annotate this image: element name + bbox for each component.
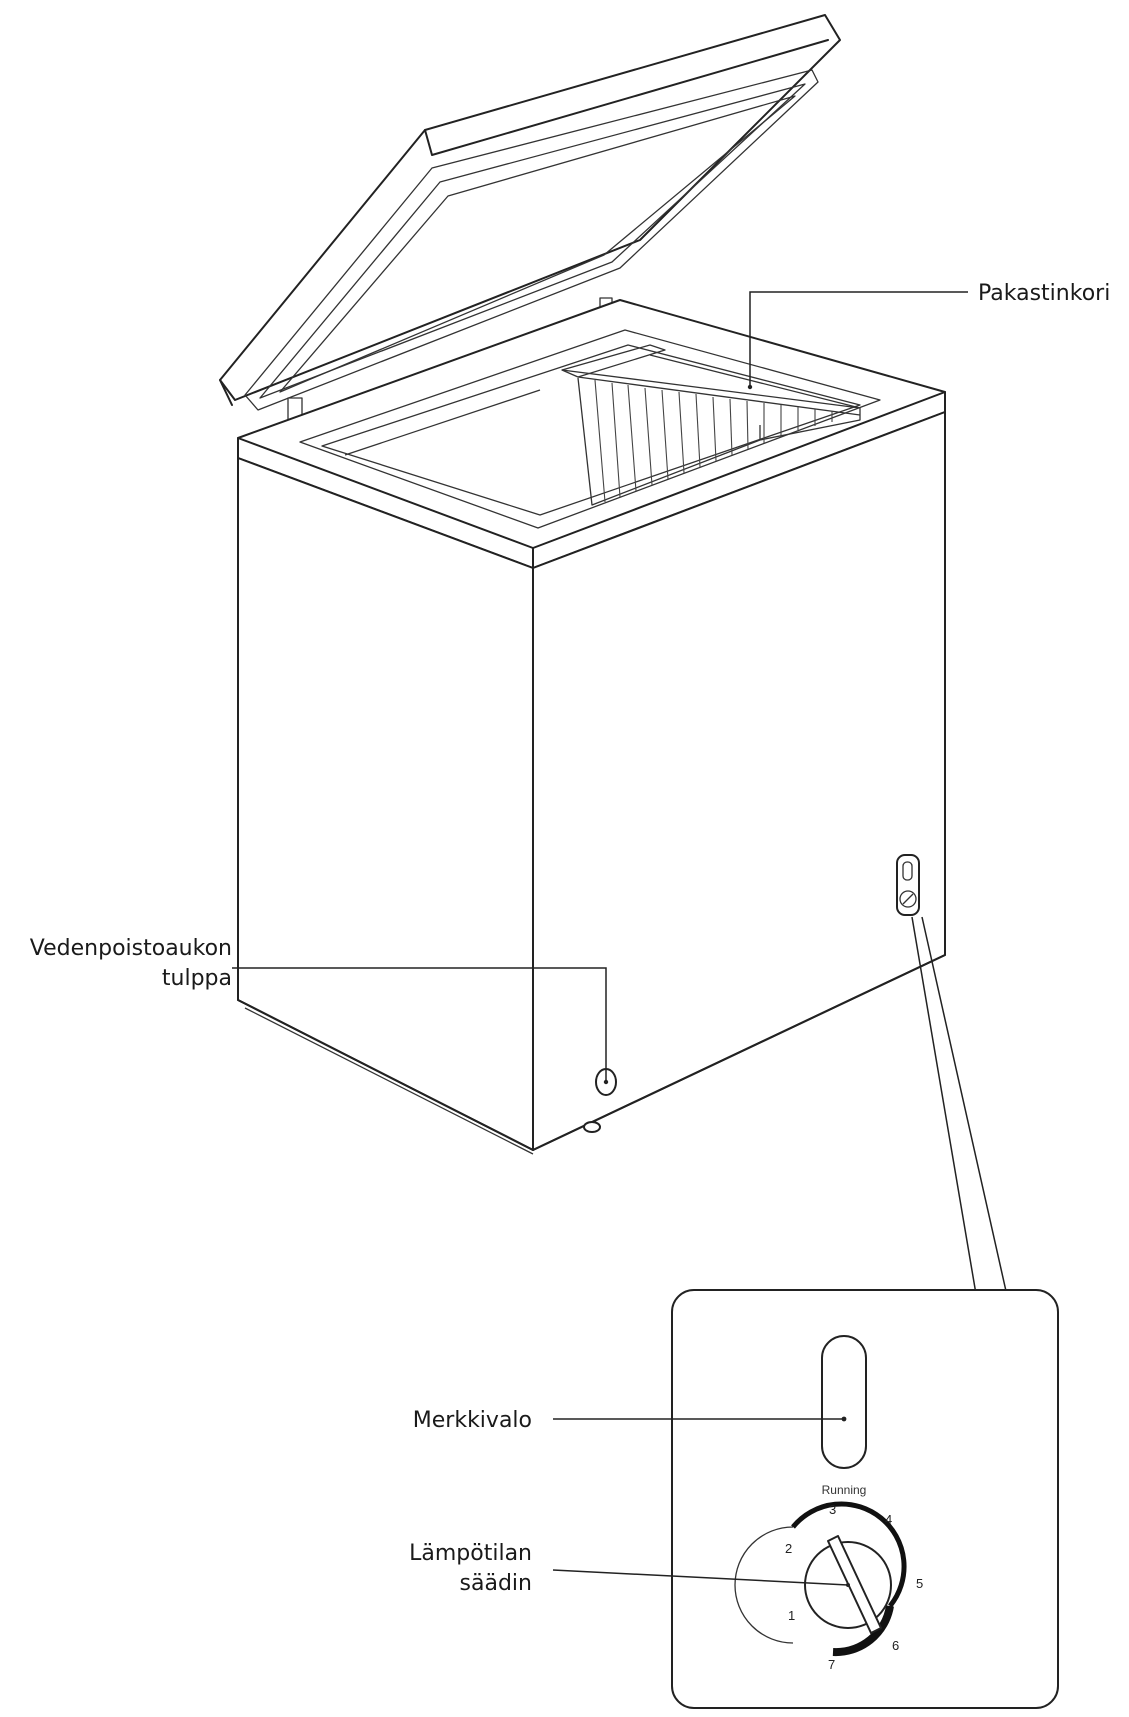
drain-plug-label-line2: tulppa — [162, 966, 232, 991]
control-panel-detail: Running 1 2 3 4 5 6 7 — [671, 1289, 1059, 1709]
drain-plug-label-line1: Vedenpoistoaukon — [30, 936, 232, 961]
freezer-basket — [561, 344, 861, 506]
dial-number-2: 2 — [785, 1541, 792, 1556]
dial-number-1: 1 — [788, 1608, 795, 1623]
running-indicator-light — [821, 1335, 867, 1469]
basket-label: Pakastinkori — [978, 281, 1110, 306]
dial-number-5: 5 — [916, 1576, 923, 1591]
dial-number-4: 4 — [885, 1512, 892, 1527]
dial-number-7: 7 — [828, 1657, 835, 1672]
thermostat-leader — [552, 1569, 849, 1586]
dial-number-3: 3 — [829, 1502, 836, 1517]
basket-leader — [749, 291, 968, 387]
freezer-cabinet — [237, 299, 946, 1155]
thermostat-label-line1: Lämpötilan — [409, 1541, 532, 1566]
indicator-light-label: Merkkivalo — [413, 1408, 532, 1433]
zoom-callout-lines — [911, 916, 1009, 1301]
thermostat-label-line2: säädin — [460, 1571, 532, 1596]
leader-lines — [232, 291, 968, 1586]
drain-plug-leader — [232, 967, 607, 1082]
dial-number-6: 6 — [892, 1638, 899, 1653]
basket-wires — [594, 379, 833, 503]
running-label: Running — [822, 1483, 867, 1497]
cabinet-control-panel — [896, 854, 920, 916]
